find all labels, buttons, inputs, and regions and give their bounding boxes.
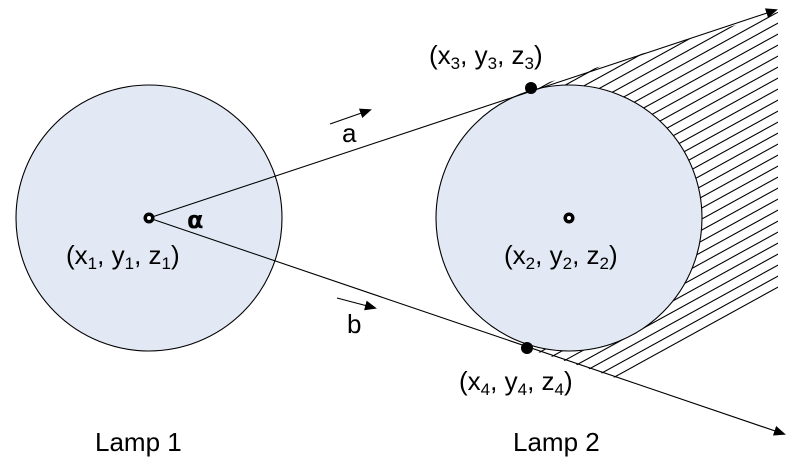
vector-b-label: b [347,309,362,339]
hatch-line [526,12,778,432]
lamp-2-center-point-inner [567,216,571,220]
point-3-label: (x3, y3, z3) [429,40,543,73]
hatch-line [526,12,778,432]
hatch-line [526,12,778,432]
hatch-line [526,12,761,432]
lamp-2-center-label: (x2, y2, z2) [504,240,618,273]
ray-a [148,8,778,219]
hatch-line [526,12,778,432]
hatch-line [526,12,778,432]
hatch-line [526,12,778,432]
lamp-2-title: Lamp 2 [513,427,600,457]
lamp-1-title: Lamp 1 [95,427,182,457]
tangent-point-4 [521,342,533,354]
hatch-line [526,12,778,432]
vector-b-arrow [336,297,377,311]
vector-a-label: a [342,118,357,148]
lamp-1-center-label: (x1, y1, z1) [66,240,180,273]
lamp-1-center-point-inner [147,216,151,220]
hatch-line [526,12,778,432]
hatch-line [526,12,778,432]
point-4-label: (x4, y4, z4) [459,366,573,399]
hatch-line [526,12,778,432]
ray-b [148,217,786,436]
hatch-line [526,12,778,432]
hatch-line [526,12,778,432]
angle-alpha-label: α [187,206,204,234]
hatch-line [526,12,741,432]
vector-a-arrow [329,108,372,125]
tangent-point-3 [525,82,537,94]
hatch-line [526,12,778,432]
